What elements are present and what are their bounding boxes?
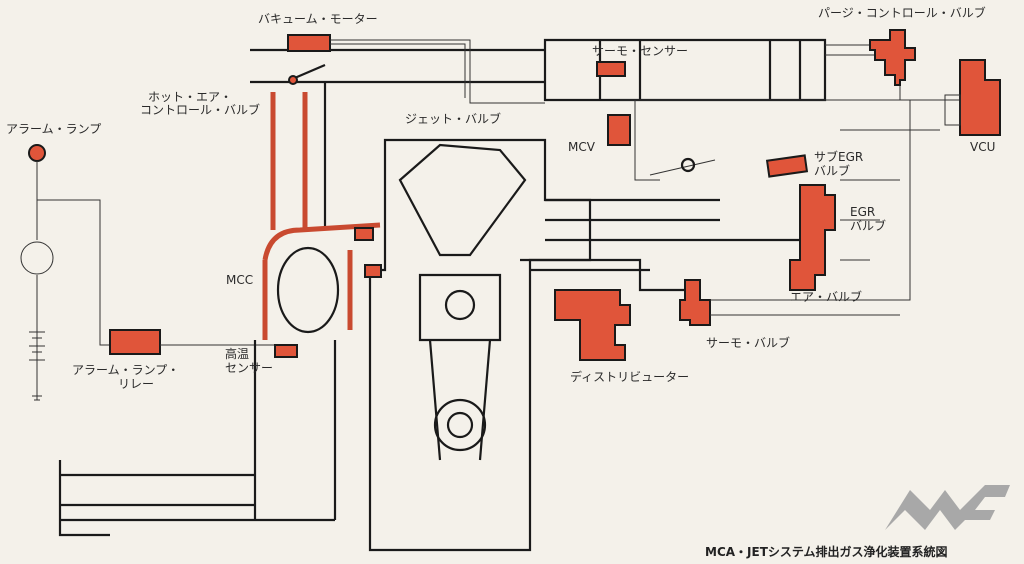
label-purge-valve: パージ・コントロール・バルブ <box>818 6 986 20</box>
label-sub-egr-2: バルブ <box>814 164 851 178</box>
egr-valve <box>789 184 836 291</box>
label-alarm-lamp: アラーム・ランプ <box>6 122 102 136</box>
distributor <box>554 289 631 361</box>
label-distributor: ディストリビューター <box>570 370 690 384</box>
mcc <box>58 222 382 537</box>
purge-control-valve <box>869 29 916 86</box>
label-temp-sensor-2: センサー <box>225 361 274 375</box>
label-jet-valve: ジェット・バルブ <box>405 112 502 126</box>
thermo-sensor <box>596 61 626 77</box>
alarm-lamp-relay <box>109 329 161 355</box>
mf-logo <box>885 485 1010 530</box>
sub-egr-valve <box>765 154 809 178</box>
label-thermo-sensor: サーモ・センサー <box>592 44 689 58</box>
alarm-circuit <box>20 144 275 401</box>
label-egr-2: バルブ <box>850 219 887 233</box>
mcv <box>607 114 631 146</box>
fuse <box>20 241 54 275</box>
label-alarm-relay: アラーム・ランプ・ <box>72 363 180 377</box>
label-hot-air-valve: ホット・エア・ <box>148 90 233 104</box>
vacuum-motor <box>287 34 331 52</box>
label-vcu: VCU <box>970 140 996 154</box>
label-air-valve: エア・バルブ <box>790 290 863 304</box>
label-thermo-valve: サーモ・バルブ <box>706 336 791 350</box>
alarm-lamp <box>28 144 46 162</box>
label-mcv: MCV <box>568 140 595 154</box>
vcu <box>959 59 1001 136</box>
label-mcc: MCC <box>226 273 254 287</box>
label-hot-air-valve-2: コントロール・バルブ <box>140 103 261 117</box>
label-vacuum-motor: バキューム・モーター <box>258 12 378 26</box>
air-valve <box>679 279 711 326</box>
figure-caption: MCA・JETシステム排出ガス浄化装置系統図 <box>705 545 948 559</box>
label-temp-sensor: 高温 <box>225 347 250 361</box>
label-egr: EGR <box>850 205 876 219</box>
label-alarm-relay-2: リレー <box>118 377 155 391</box>
label-sub-egr: サブEGR <box>814 150 864 164</box>
temp-sensor <box>274 344 298 358</box>
